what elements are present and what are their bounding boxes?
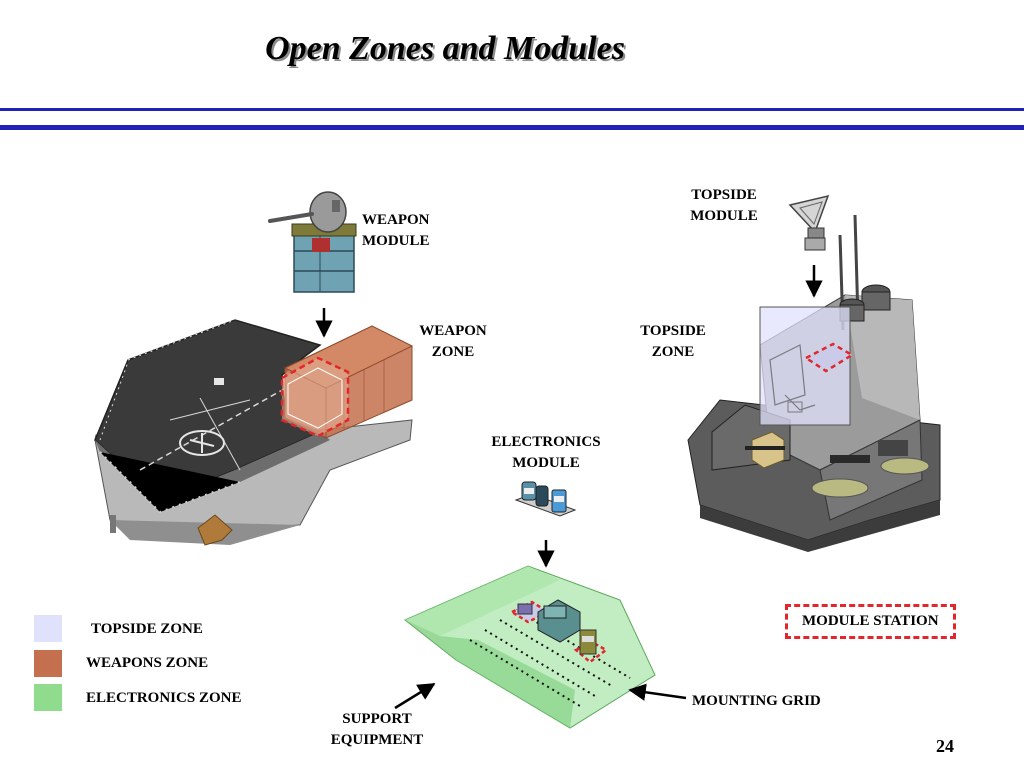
topside-module-illustration (788, 194, 830, 251)
mounting-grid-arrow (628, 683, 687, 701)
topside-station-marker (803, 342, 855, 373)
electronics-module-illustration (514, 481, 577, 517)
superstructure-illustration (687, 214, 941, 552)
legend-swatch-weapons (34, 650, 62, 677)
electronics-zone-equipment (509, 599, 609, 664)
mounting-grid-rails (469, 609, 631, 707)
support-equipment-arrow (394, 682, 436, 710)
legend-label-electronics: ELECTRONICS ZONE (86, 690, 242, 706)
zone-radar-detail (769, 344, 816, 413)
weapon-station-marker (280, 356, 350, 438)
slide-title: Open Zones and Modules (265, 30, 625, 67)
weapon-module-illustration (268, 191, 357, 293)
legend-swatch-electronics (34, 684, 62, 711)
module-station-label: MODULE STATION (802, 613, 939, 629)
electronics-zone-box (404, 565, 656, 729)
legend-label-topside: TOPSIDE ZONE (91, 621, 203, 637)
title-rule-thin (0, 108, 1024, 111)
module-station-callout: MODULE STATION (785, 604, 956, 639)
page-number: 24 (936, 736, 954, 756)
title-rule-thick (0, 125, 1024, 130)
mounting-grid-label: MOUNTING GRID (692, 693, 821, 709)
ship-hull-illustration (94, 319, 413, 546)
legend-label-weapons: WEAPONS ZONE (86, 655, 209, 671)
legend-swatch-topside (34, 615, 62, 642)
topside-zone-box (759, 306, 851, 426)
